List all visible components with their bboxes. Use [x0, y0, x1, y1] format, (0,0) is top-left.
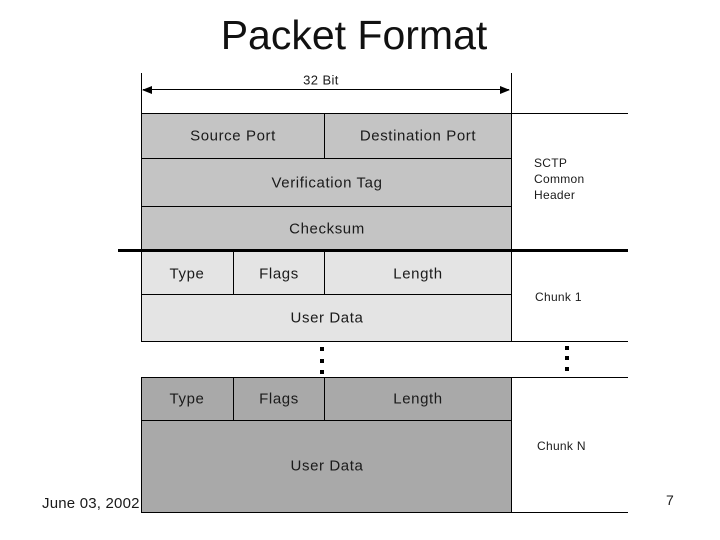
line-chunkN-top: [141, 377, 628, 378]
sctp-label-line1: SCTP: [534, 156, 568, 170]
arrowhead-left-icon: [142, 86, 152, 94]
cell-destination-port: Destination Port: [359, 127, 477, 145]
bit-width-label: 32 Bit: [303, 72, 339, 88]
border-right-lower: [511, 377, 512, 513]
chunkN-block: [141, 377, 511, 513]
cell-verification-tag: Verification Tag: [271, 174, 383, 192]
border-left-upper: [141, 73, 142, 342]
line-veriftag-bottom: [141, 206, 512, 207]
line-chunkN-bottom: [141, 512, 628, 513]
bit-width-arrow: [143, 89, 509, 90]
line-ports-bottom: [141, 158, 512, 159]
chunk1-label: Chunk 1: [535, 290, 582, 304]
cell-chunk1-user-data: User Data: [290, 309, 364, 327]
cell-chunk1-flags: Flags: [259, 265, 299, 283]
cell-chunk1-length: Length: [393, 265, 443, 283]
arrowhead-right-icon: [500, 86, 510, 94]
divider-chunk1-flags-length: [324, 252, 325, 294]
divider-ports: [324, 113, 325, 158]
page-title: Packet Format: [220, 12, 488, 58]
cell-checksum: Checksum: [289, 220, 365, 238]
line-chunkN-row: [141, 420, 512, 421]
sctp-label-line3: Header: [534, 188, 576, 202]
border-left-lower: [141, 377, 142, 513]
chunkN-label: Chunk N: [537, 439, 586, 453]
sctp-common-header-label: SCTP Common Header: [534, 155, 584, 203]
divider-chunkN-flags-length: [324, 377, 325, 420]
divider-chunk1-type-flags: [233, 252, 234, 294]
divider-chunkN-type-flags: [233, 377, 234, 420]
cell-chunkN-length: Length: [393, 390, 443, 408]
cell-chunkN-flags: Flags: [259, 390, 299, 408]
line-chunk1-row: [141, 294, 512, 295]
cell-source-port: Source Port: [190, 127, 276, 145]
line-chunk1-bottom: [141, 341, 628, 342]
cell-chunkN-type: Type: [169, 390, 205, 408]
line-header-top: [141, 113, 628, 114]
page-number: 7: [666, 492, 674, 508]
chunk1-block: [141, 252, 511, 341]
common-header-block: [141, 113, 511, 251]
cell-chunkN-user-data: User Data: [290, 457, 364, 475]
line-header-separator: [118, 249, 628, 252]
border-right-upper: [511, 73, 512, 342]
footer-date: June 03, 2002: [42, 495, 140, 512]
cell-chunk1-type: Type: [169, 265, 205, 283]
sctp-label-line2: Common: [534, 172, 585, 186]
